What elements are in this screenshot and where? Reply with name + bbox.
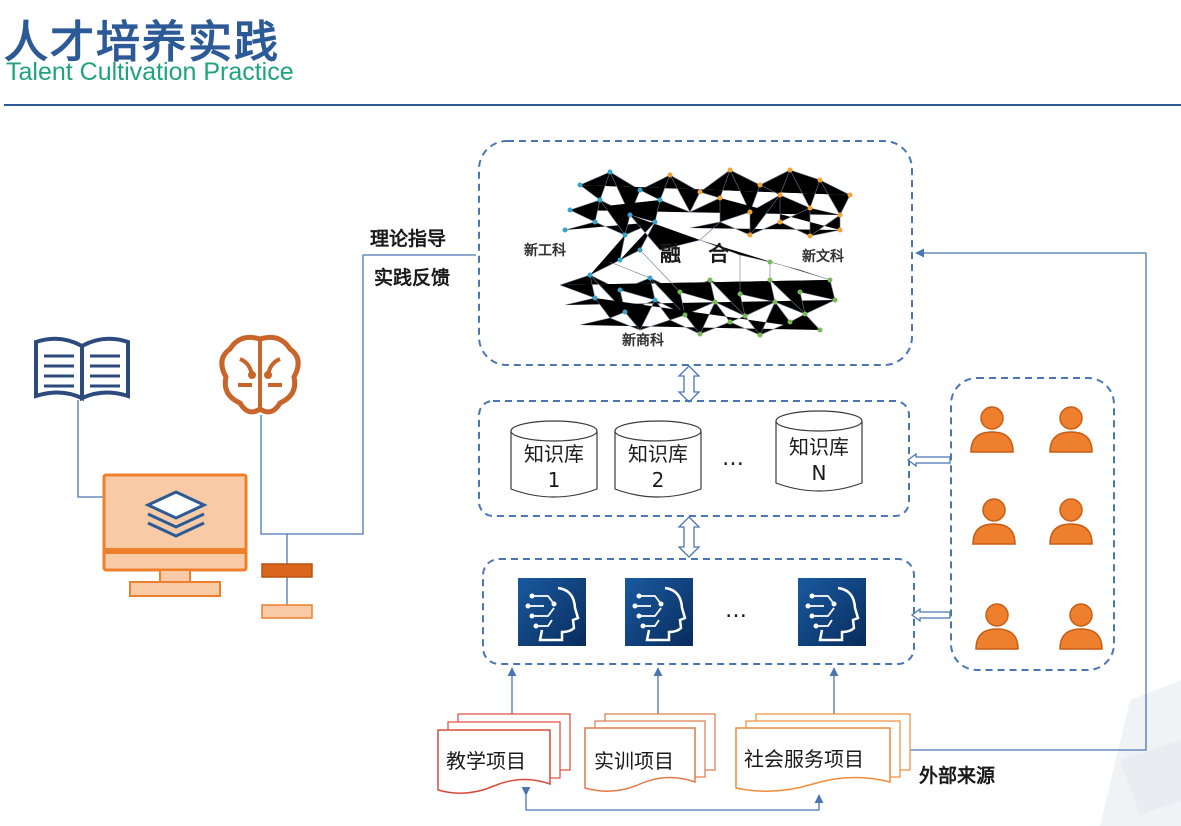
document-stack	[584, 713, 716, 792]
knowledge-base-name: 知识库	[628, 442, 688, 466]
people-to-knowledge-arrow	[906, 452, 951, 468]
light-block	[261, 604, 313, 619]
knowledge-base-2: 知识库 2	[615, 441, 701, 493]
knowledge-base-name: 知识库	[789, 435, 849, 459]
people-box	[950, 377, 1115, 671]
person-icon	[1049, 406, 1093, 453]
knowledge-base-1: 知识库 1	[511, 441, 597, 493]
person-icon	[972, 498, 1016, 545]
book-icon	[34, 336, 130, 402]
external-source-label: 外部来源	[919, 765, 996, 787]
social-service-project-label: 社会服务项目	[744, 747, 864, 771]
theory-connector	[260, 254, 476, 535]
integration-box	[478, 140, 913, 366]
knowledge-base-index: N	[811, 461, 827, 485]
external-source-line	[910, 248, 1147, 751]
knowledge-box	[478, 400, 910, 517]
new-engineering-label: 新工科	[524, 243, 566, 259]
document-stack	[437, 713, 571, 794]
knowledge-base-index: 2	[651, 468, 665, 492]
network-graph	[559, 167, 853, 338]
people-to-ai-arrow	[910, 607, 951, 623]
knowledge-base-n: 知识库 N	[776, 434, 862, 486]
integration-label: 融 合	[660, 242, 740, 266]
person-icon	[1049, 498, 1093, 545]
cylinder-icon	[510, 420, 598, 498]
knowledge-base-name: 知识库	[524, 442, 584, 466]
knowledge-ellipsis: …	[722, 446, 744, 471]
person-icon	[975, 603, 1019, 650]
ai-box	[482, 558, 915, 665]
corner-decoration	[1100, 680, 1181, 826]
new-liberal-arts-label: 新文科	[802, 249, 844, 265]
page-subtitle: Talent Cultivation Practice	[6, 58, 294, 86]
ai-head-icon	[796, 576, 868, 648]
person-icon	[970, 406, 1014, 453]
knowledge-base-index: 1	[547, 468, 561, 492]
page-title: 人才培养实践	[4, 17, 280, 68]
training-project-label: 实训项目	[594, 749, 674, 773]
brain-icon	[219, 334, 301, 415]
ai-ellipsis: …	[725, 598, 747, 623]
new-business-label: 新商科	[622, 333, 664, 349]
practice-feedback-label: 实践反馈	[374, 267, 451, 289]
computer-icon	[102, 473, 248, 597]
document-stack	[735, 713, 911, 792]
title-divider	[4, 104, 1181, 106]
ai-head-icon	[516, 576, 588, 648]
cylinder-icon	[614, 420, 702, 498]
ai-head-icon	[623, 576, 695, 648]
teaching-project-label: 教学项目	[446, 749, 526, 773]
theory-guidance-label: 理论指导	[370, 228, 447, 250]
cylinder-icon	[775, 410, 863, 492]
dark-block	[261, 563, 313, 578]
person-icon	[1059, 603, 1103, 650]
double-arrow-middle	[677, 516, 701, 558]
double-arrow-top	[677, 365, 701, 403]
project-link	[521, 786, 824, 811]
book-connector	[77, 400, 106, 498]
